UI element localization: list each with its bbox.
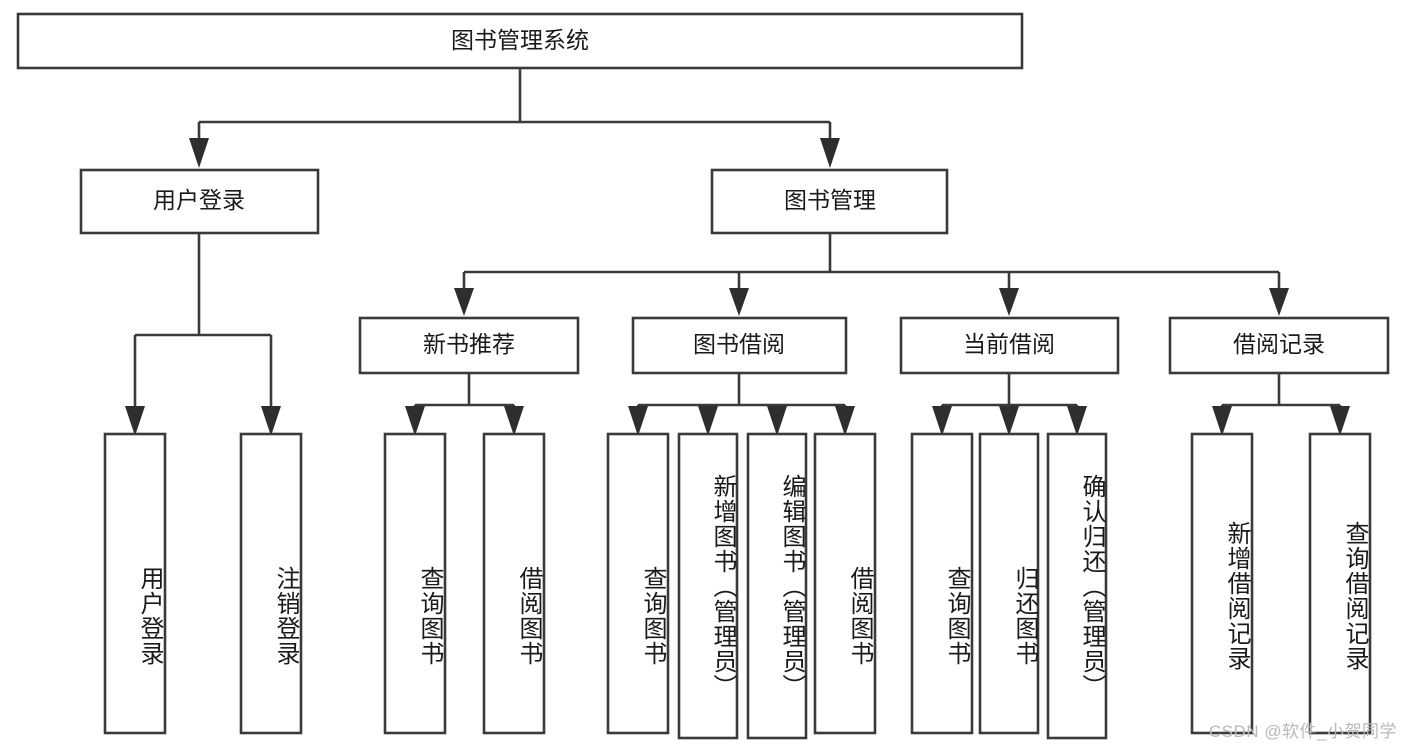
arrow-head-leaf-query-book-1 [405, 406, 425, 436]
connector-group-book-management [454, 233, 1289, 316]
arrow-head-new-book-recommend [454, 288, 474, 316]
node-root-book-management-system[interactable] [16, 12, 1024, 70]
arrow-head-leaf-query-book-2 [628, 406, 648, 436]
node-borrow-record[interactable] [1168, 316, 1390, 375]
node-leaf-query-borrow-record[interactable] [1308, 432, 1372, 735]
node-user-login[interactable] [79, 168, 320, 235]
node-new-book-recommend[interactable] [358, 316, 580, 375]
arrow-head-current-borrow [999, 288, 1019, 316]
node-leaf-add-book-admin[interactable] [677, 432, 739, 740]
arrow-head-leaf-user-login [125, 406, 145, 436]
node-book-management-label: 图书管理 [784, 187, 876, 213]
node-book-borrow[interactable] [631, 316, 848, 375]
node-current-borrow-label: 当前借阅 [963, 331, 1055, 357]
node-book-borrow-label: 图书借阅 [693, 331, 785, 357]
arrow-head-user-login [189, 138, 209, 168]
node-leaf-confirm-return-admin[interactable] [1046, 432, 1108, 740]
connector-group-book-borrow [628, 373, 855, 436]
arrow-head-leaf-borrow-book-1 [504, 406, 524, 436]
arrow-head-leaf-query-borrow-record [1330, 406, 1350, 436]
arrow-head-borrow-record [1269, 288, 1289, 316]
node-leaf-add-borrow-record[interactable] [1190, 432, 1254, 735]
node-leaf-borrow-book-2[interactable] [813, 432, 877, 735]
node-new-book-recommend-label: 新书推荐 [423, 331, 515, 357]
arrow-head-leaf-return-book [999, 406, 1019, 436]
node-leaf-query-book-2[interactable] [606, 432, 670, 735]
node-leaf-user-login[interactable] [103, 432, 167, 735]
watermark-text: CSDN @软件_小贺同学 [1208, 722, 1397, 741]
node-current-borrow[interactable] [899, 316, 1120, 375]
arrow-head-book-borrow [729, 288, 749, 316]
node-borrow-record-label: 借阅记录 [1233, 331, 1325, 357]
arrow-head-leaf-query-book-3 [932, 406, 952, 436]
node-leaf-query-book-1[interactable] [383, 432, 447, 735]
arrow-head-leaf-edit-book-admin [767, 406, 787, 436]
node-user-login-label: 用户登录 [153, 187, 245, 213]
node-leaf-edit-book-admin[interactable] [746, 432, 808, 740]
arrow-head-leaf-borrow-book-2 [835, 406, 855, 436]
node-leaf-query-book-3[interactable] [910, 432, 974, 735]
connector-group-user-login [125, 233, 281, 436]
arrow-head-leaf-user-logout [261, 406, 281, 436]
node-leaf-borrow-book-1[interactable] [482, 432, 546, 735]
node-book-management[interactable] [710, 168, 949, 235]
connector-group-new-book-recommend [405, 373, 524, 436]
node-root-label: 图书管理系统 [451, 27, 589, 53]
arrow-head-leaf-add-borrow-record [1212, 406, 1232, 436]
node-leaf-user-logout[interactable] [239, 432, 303, 735]
node-leaf-return-book[interactable] [978, 432, 1040, 735]
connector-group-root [189, 68, 840, 168]
connector-group-borrow-record [1212, 373, 1350, 436]
arrow-head-book-management [820, 138, 840, 168]
connector-group-current-borrow [932, 373, 1087, 436]
arrow-head-leaf-confirm-return-admin [1067, 406, 1087, 436]
arrow-head-leaf-add-book-admin [698, 406, 718, 436]
